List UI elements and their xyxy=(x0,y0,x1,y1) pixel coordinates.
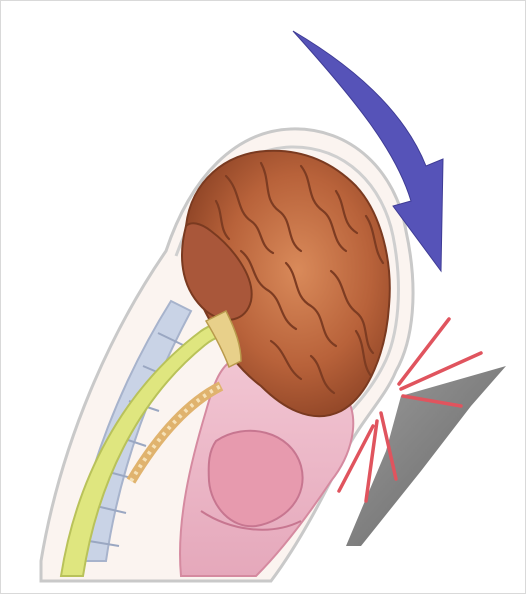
illustration-frame xyxy=(0,0,526,594)
head-impact-illustration xyxy=(1,1,527,595)
